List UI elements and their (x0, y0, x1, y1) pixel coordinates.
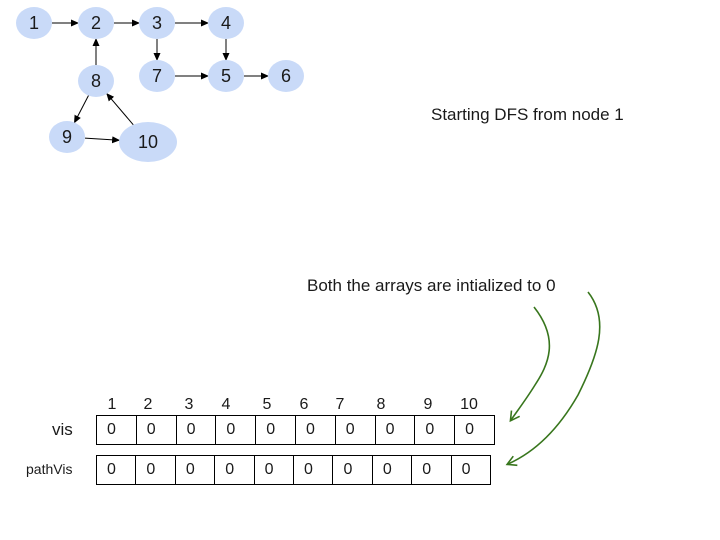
start-caption: Starting DFS from node 1 (431, 105, 624, 124)
pathvis-cell: 0 (176, 456, 216, 484)
node-circle (49, 121, 85, 153)
pathvis-cell: 0 (255, 456, 295, 484)
node-label: 9 (62, 127, 72, 147)
node-label: 8 (91, 71, 101, 91)
node-circle (78, 65, 114, 97)
index-label: 6 (299, 396, 309, 413)
node-label: 6 (281, 66, 291, 86)
graph-node-2: 2 (78, 7, 114, 39)
vis-cell: 0 (415, 416, 456, 444)
vis-array: 0 0 0 0 0 0 0 0 0 0 (96, 415, 495, 445)
node-circle (16, 7, 52, 39)
pathvis-array: 0 0 0 0 0 0 0 0 0 0 (96, 455, 491, 485)
node-label: 5 (221, 66, 231, 86)
index-label: 2 (143, 396, 153, 413)
node-circle (78, 7, 114, 39)
node-circle (208, 60, 244, 92)
index-label: 7 (335, 396, 345, 413)
annotation-arrow-to-vis (509, 306, 551, 423)
pathvis-cell: 0 (461, 461, 471, 478)
index-label: 3 (184, 396, 194, 413)
edge-8-to-9 (74, 95, 89, 124)
node-circle (119, 122, 177, 162)
node-label: 3 (152, 13, 162, 33)
vis-cell: 0 (376, 416, 416, 444)
vis-cell: 0 (256, 416, 296, 444)
edge-10-to-8 (106, 93, 134, 126)
pathvis-array-label: pathVis (26, 461, 73, 477)
index-label: 1 (107, 396, 117, 413)
node-circle (208, 7, 244, 39)
graph-node-7: 7 (139, 60, 175, 92)
vis-array-label: vis (52, 420, 73, 439)
vis-cell: 0 (336, 416, 376, 444)
pathvis-cell: 0 (215, 456, 255, 484)
index-label: 10 (460, 396, 478, 413)
graph-node-8: 8 (78, 65, 114, 97)
graph-node-5: 5 (208, 60, 244, 92)
index-label: 5 (262, 396, 272, 413)
graph-nodes: 1 2 3 4 7 5 6 8 9 10 (16, 7, 304, 162)
pathvis-cell: 0 (373, 456, 413, 484)
pathvis-cell: 0 (97, 456, 137, 484)
node-circle (268, 60, 304, 92)
node-label: 1 (29, 13, 39, 33)
graph-node-1: 1 (16, 7, 52, 39)
vis-cell: 0 (296, 416, 336, 444)
index-label: 4 (221, 396, 231, 413)
graph-node-4: 4 (208, 7, 244, 39)
graph-node-6: 6 (268, 60, 304, 92)
graph-node-9: 9 (49, 121, 85, 153)
index-label: 9 (423, 396, 433, 413)
node-label: 2 (91, 13, 101, 33)
node-label: 4 (221, 13, 231, 33)
vis-cell: 0 (465, 421, 475, 438)
annotation-arrow-to-pathvis (505, 291, 601, 467)
edge-9-to-10 (84, 136, 121, 144)
vis-cell: 0 (177, 416, 217, 444)
node-circle (139, 7, 175, 39)
graph-node-3: 3 (139, 7, 175, 39)
pathvis-cell: 0 (412, 456, 452, 484)
pathvis-cell: 0 (136, 456, 176, 484)
vis-cell: 0 (216, 416, 257, 444)
node-circle (139, 60, 175, 92)
init-caption: Both the arrays are intialized to 0 (307, 276, 556, 295)
node-label: 10 (138, 132, 158, 152)
vis-cell: 0 (97, 416, 137, 444)
graph-node-10: 10 (119, 122, 177, 162)
vis-cell: 0 (137, 416, 177, 444)
node-label: 7 (152, 66, 162, 86)
pathvis-cell: 0 (333, 456, 373, 484)
graph-edges (52, 19, 269, 144)
index-label: 8 (376, 396, 386, 413)
pathvis-cell: 0 (294, 456, 334, 484)
